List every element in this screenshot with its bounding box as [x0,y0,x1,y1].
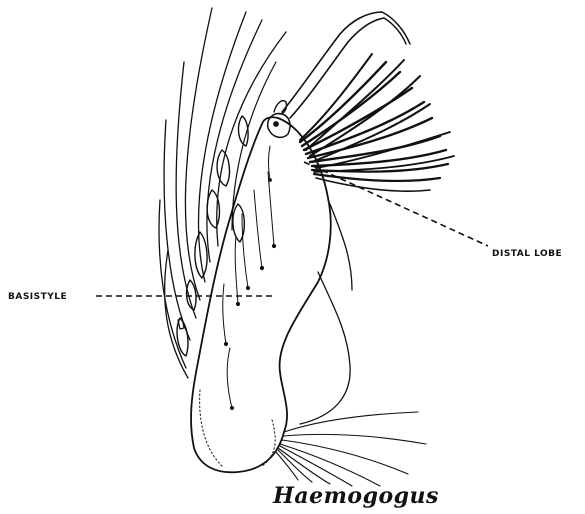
distal-lobe-leader [304,162,488,246]
basal-setae [276,412,426,486]
basistyle-label: BASISTYLE [8,292,67,302]
distal-lobe-label: DISTAL LOBE [492,249,562,259]
internal-setae [223,146,276,410]
figure-caption: Haemogogus [272,483,439,509]
